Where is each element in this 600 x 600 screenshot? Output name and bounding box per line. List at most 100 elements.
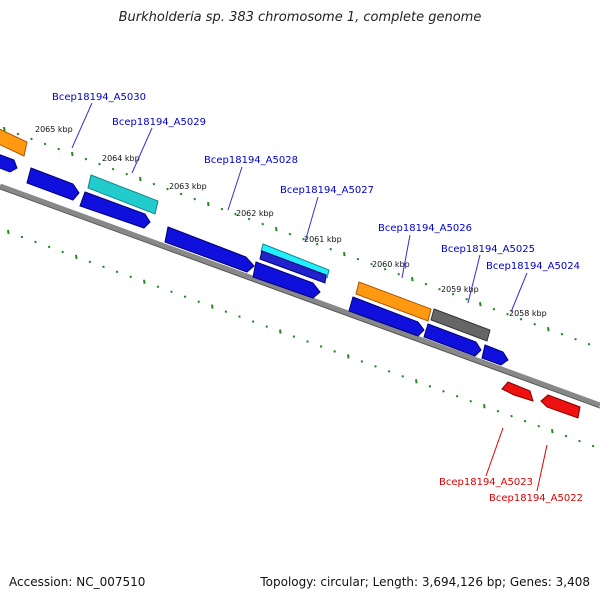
minor-tick [438, 287, 441, 291]
minor-tick [197, 300, 200, 303]
minor-tick [374, 365, 377, 368]
gene-label[interactable]: Bcep18194_A5027 [280, 185, 374, 196]
minor-tick [360, 360, 364, 363]
minor-tick [30, 137, 33, 141]
forward-label-leaders [71, 102, 528, 313]
minor-tick [333, 350, 336, 353]
forward-gene-arrow[interactable] [423, 323, 482, 357]
minor-tick [179, 192, 183, 196]
major-tick [211, 304, 214, 309]
minor-tick [383, 267, 387, 271]
kbp-label: 2058 kbp [509, 309, 547, 318]
minor-tick [247, 217, 251, 221]
minor-tick [292, 335, 296, 338]
reverse-gene-track [501, 381, 581, 419]
minor-tick [61, 250, 64, 254]
major-tick [75, 254, 78, 260]
kbp-label: 2064 kbp [102, 154, 140, 163]
gray-feature-bar[interactable] [430, 308, 491, 342]
gene-label[interactable]: Bcep18194_A5028 [204, 155, 298, 166]
minor-tick [234, 212, 237, 216]
reverse-gene-arrow[interactable] [540, 394, 581, 419]
minor-tick [370, 262, 373, 266]
kbp-label: 2065 kbp [35, 125, 73, 134]
minor-tick [315, 242, 319, 246]
minor-tick [306, 340, 309, 343]
major-tick [343, 251, 346, 257]
major-tick [547, 327, 550, 332]
gene-label[interactable]: Bcep18194_A5025 [441, 244, 535, 255]
forward-gene-arrow[interactable] [481, 344, 509, 366]
major-tick [479, 302, 482, 307]
minor-tick [387, 370, 391, 373]
forward-gene-labels: Bcep18194_A5030 Bcep18194_A5029 Bcep1819… [52, 92, 580, 272]
minor-tick [170, 290, 173, 294]
minor-tick [125, 172, 128, 176]
kbp-label: 2060 kbp [372, 260, 410, 269]
minor-tick [424, 282, 428, 286]
inner-tick-row [7, 229, 595, 448]
minor-tick [451, 292, 455, 296]
minor-tick [20, 235, 24, 239]
minor-tick [102, 265, 105, 269]
chromosome-backbone-shadow [0, 188, 600, 409]
reverse-label-leaders [485, 427, 548, 492]
minor-tick [34, 240, 37, 244]
forward-gene-arrow[interactable] [79, 191, 151, 229]
minor-tick [98, 162, 101, 166]
orange-feature-bar[interactable] [0, 127, 28, 157]
forward-gene-arrow[interactable] [0, 153, 18, 173]
major-tick [3, 126, 6, 132]
minor-tick [152, 182, 156, 186]
minor-tick [465, 297, 468, 301]
minor-tick [88, 260, 92, 264]
major-tick [279, 329, 282, 334]
minor-tick [251, 320, 255, 323]
forward-gene-arrow[interactable] [259, 250, 327, 284]
minor-tick [574, 337, 577, 341]
minor-tick [469, 399, 472, 403]
reverse-gene-arrow[interactable] [501, 381, 534, 402]
gene-label[interactable]: Bcep18194_A5026 [378, 223, 472, 234]
genome-summary-text: Topology: circular; Length: 3,694,126 bp… [260, 575, 590, 589]
forward-gene-arrow[interactable] [164, 226, 255, 273]
minor-tick [129, 275, 132, 279]
kbp-label: 2062 kbp [236, 209, 274, 218]
kbp-label: 2059 kbp [441, 285, 479, 294]
major-tick [275, 226, 278, 232]
gene-label[interactable]: Bcep18194_A5029 [112, 117, 206, 128]
gene-label[interactable]: Bcep18194_A5024 [486, 261, 580, 272]
cyan-feature-bar[interactable] [87, 174, 159, 215]
gene-label[interactable]: Bcep18194_A5023 [439, 477, 533, 488]
forward-gene-arrow[interactable] [348, 296, 425, 337]
minor-tick [288, 232, 292, 236]
minor-tick [578, 439, 581, 443]
minor-tick [238, 315, 241, 318]
minor-tick [506, 312, 509, 316]
minor-tick [57, 147, 60, 151]
kbp-label: 2063 kbp [169, 182, 207, 191]
minor-tick [84, 157, 88, 161]
forward-gene-arrow[interactable] [252, 261, 321, 299]
minor-tick [156, 285, 160, 289]
minor-tick [319, 345, 323, 348]
minor-tick [329, 247, 332, 251]
major-tick [483, 404, 486, 409]
minor-tick [455, 394, 459, 398]
major-tick [207, 201, 210, 207]
minor-tick [533, 322, 536, 326]
minor-tick [265, 325, 268, 328]
minor-tick [587, 342, 591, 346]
reverse-gene-labels: Bcep18194_A5023 Bcep18194_A5022 [439, 477, 583, 504]
minor-tick [591, 444, 595, 448]
gene-label[interactable]: Bcep18194_A5030 [52, 92, 146, 103]
gene-label[interactable]: Bcep18194_A5022 [489, 493, 583, 504]
major-tick [7, 229, 10, 235]
minor-tick [16, 132, 20, 136]
forward-gene-arrow[interactable] [26, 167, 80, 201]
minor-tick [523, 419, 527, 423]
minor-tick [510, 414, 513, 418]
orange-feature-bar[interactable] [355, 281, 432, 322]
minor-tick [47, 245, 51, 249]
